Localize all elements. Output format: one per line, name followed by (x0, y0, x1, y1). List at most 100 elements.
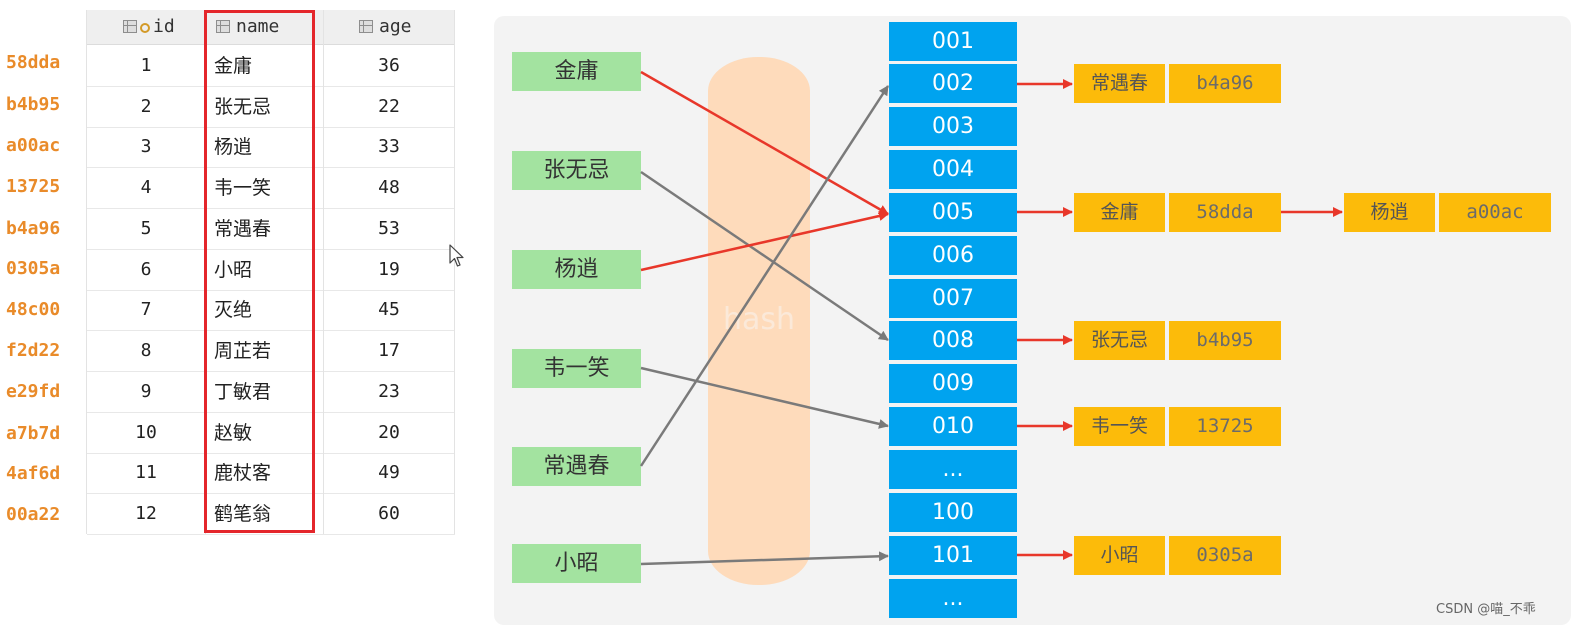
cell-age[interactable]: 17 (378, 340, 400, 361)
cell-age[interactable]: 49 (378, 462, 400, 483)
key-box: 杨逍 (512, 250, 641, 289)
table-row[interactable]: 5 常遇春 53 (87, 209, 455, 250)
column-divider (323, 10, 324, 534)
cell-age[interactable]: 20 (378, 422, 400, 443)
key-icon (140, 23, 150, 33)
node-hash: 58dda (1169, 193, 1281, 232)
table-row[interactable]: 10 赵敏 20 (87, 413, 455, 454)
table-row[interactable]: 9 丁敏君 23 (87, 372, 455, 413)
column-header-age[interactable]: age (359, 10, 412, 44)
hashcode-label: e29fd (6, 381, 61, 402)
cell-name[interactable]: 韦一笑 (214, 177, 272, 199)
arrow-jinyong-to-005 (640, 70, 889, 216)
cell-age[interactable]: 23 (378, 381, 400, 402)
cell-name[interactable]: 鹤笔翁 (214, 503, 272, 525)
bucket-cell: 101 (889, 536, 1017, 575)
table-row[interactable]: 2 张无忌 22 (87, 87, 455, 128)
bucket-cell: 004 (889, 150, 1017, 189)
column-divider (454, 10, 455, 534)
cell-id[interactable]: 4 (140, 177, 152, 198)
bucket-cell: 007 (889, 279, 1017, 318)
arrow-xiaozhao-to-101 (640, 551, 889, 566)
cell-age[interactable]: 36 (378, 55, 400, 76)
cell-id[interactable]: 11 (135, 462, 157, 483)
table-row[interactable]: 4 韦一笑 48 (87, 168, 455, 209)
table-row[interactable]: 11 鹿杖客 49 (87, 453, 455, 494)
watermark: CSDN @喵_不乖 (1436, 602, 1536, 617)
table-header: id name age (87, 10, 455, 45)
cell-name[interactable]: 张无忌 (214, 96, 272, 118)
key-box: 韦一笑 (512, 349, 641, 388)
mouse-cursor-icon (449, 244, 464, 267)
cell-age[interactable]: 19 (378, 259, 400, 280)
hashcode-label: b4a96 (6, 218, 61, 239)
bucket-cell: 002 (889, 64, 1017, 103)
table-row[interactable]: 6 小昭 19 (87, 250, 455, 291)
cell-name[interactable]: 金庸 (214, 55, 253, 77)
cell-age[interactable]: 48 (378, 177, 400, 198)
cell-name[interactable]: 杨逍 (214, 136, 253, 158)
node-hash: 13725 (1169, 407, 1281, 446)
cell-age[interactable]: 33 (378, 136, 400, 157)
cell-id[interactable]: 3 (140, 136, 152, 157)
node-hash: 0305a (1169, 536, 1281, 575)
hashcode-label: a00ac (6, 135, 61, 156)
cell-age[interactable]: 45 (378, 299, 400, 320)
table-row[interactable]: 8 周芷若 17 (87, 331, 455, 372)
bucket-cell: ... (889, 450, 1017, 489)
key-box: 张无忌 (512, 151, 641, 190)
key-box: 常遇春 (512, 447, 641, 486)
cell-id[interactable]: 9 (140, 381, 152, 402)
bucket-cell: 001 (889, 22, 1017, 61)
node-key: 张无忌 (1074, 321, 1165, 360)
hashcode-label: b4b95 (6, 94, 61, 115)
node-key: 常遇春 (1074, 64, 1165, 103)
bucket-cell: 010 (889, 407, 1017, 446)
cell-id[interactable]: 12 (135, 503, 157, 524)
cell-name[interactable]: 丁敏君 (214, 381, 272, 403)
bucket-cell: 006 (889, 236, 1017, 275)
cell-id[interactable]: 2 (140, 96, 152, 117)
bucket-cell: 100 (889, 493, 1017, 532)
node-key: 杨逍 (1344, 193, 1435, 232)
table-row[interactable]: 1 金庸 36 (87, 46, 455, 87)
arrow-weiyixiao-to-010 (640, 366, 889, 429)
cell-age[interactable]: 53 (378, 218, 400, 239)
column-icon (123, 20, 137, 33)
node-key: 小昭 (1074, 536, 1165, 575)
cell-id[interactable]: 7 (140, 299, 152, 320)
cell-name[interactable]: 灭绝 (214, 299, 253, 321)
key-box: 金庸 (512, 52, 641, 91)
cell-name[interactable]: 鹿杖客 (214, 462, 272, 484)
cell-name[interactable]: 赵敏 (214, 422, 253, 444)
cell-id[interactable]: 1 (140, 55, 152, 76)
diagram-panel (494, 16, 1571, 625)
column-header-name[interactable]: name (216, 10, 279, 44)
table-row[interactable]: 3 杨逍 33 (87, 127, 455, 168)
hashcode-label: 13725 (6, 176, 61, 197)
arrow-yangxiao-to-005 (640, 211, 889, 272)
table-row[interactable]: 12 鹤笔翁 60 (87, 494, 455, 535)
cell-name[interactable]: 周芷若 (214, 340, 272, 362)
column-header-id[interactable]: id (123, 10, 175, 44)
hashcode-label: a7b7d (6, 423, 61, 444)
table-row[interactable]: 7 灭绝 45 (87, 290, 455, 331)
cell-age[interactable]: 60 (378, 503, 400, 524)
cell-id[interactable]: 8 (140, 340, 152, 361)
node-key: 韦一笑 (1074, 407, 1165, 446)
bucket-cell: 009 (889, 364, 1017, 403)
column-icon (216, 20, 230, 33)
cell-id[interactable]: 6 (140, 259, 152, 280)
cell-name[interactable]: 小昭 (214, 259, 253, 281)
cell-id[interactable]: 10 (135, 422, 157, 443)
cell-id[interactable]: 5 (140, 218, 152, 239)
bucket-cell: 005 (889, 193, 1017, 232)
node-hash: a00ac (1439, 193, 1551, 232)
hashcode-label: 4af6d (6, 463, 61, 484)
arrow-changyuchun-to-002 (639, 85, 890, 467)
hashcode-label: 58dda (6, 52, 61, 73)
hashcode-label: 0305a (6, 258, 61, 279)
cell-name[interactable]: 常遇春 (214, 218, 272, 240)
node-hash: b4a96 (1169, 64, 1281, 103)
cell-age[interactable]: 22 (378, 96, 400, 117)
